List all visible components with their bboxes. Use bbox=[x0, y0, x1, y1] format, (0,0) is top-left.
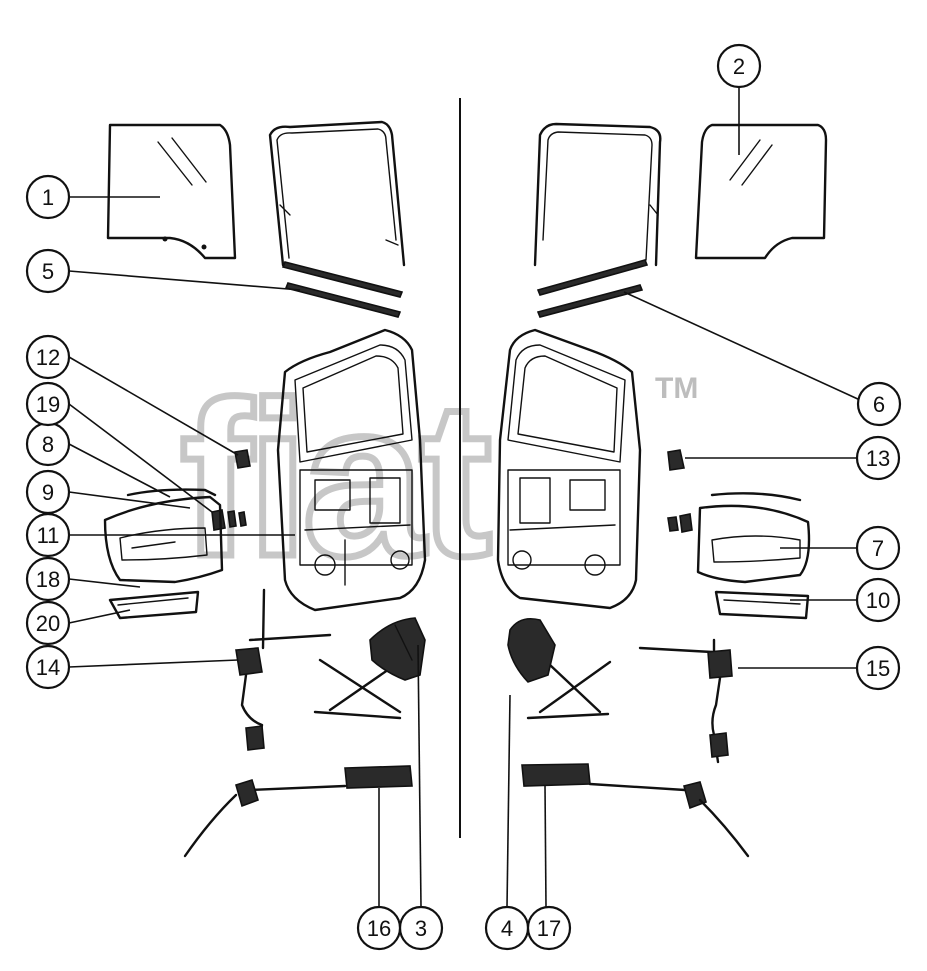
callout-17: 17 bbox=[526, 905, 572, 951]
callout-2: 2 bbox=[716, 43, 762, 89]
callout-4: 4 bbox=[484, 905, 530, 951]
part-6-right-belt-moldings bbox=[536, 259, 649, 318]
part-8-trim-strip bbox=[126, 488, 217, 497]
callout-6: 6 bbox=[856, 381, 902, 427]
callout-1: 1 bbox=[25, 174, 71, 220]
callout-15: 15 bbox=[855, 645, 901, 691]
watermark-text: fiat bbox=[180, 356, 490, 602]
callout-19-label: 19 bbox=[36, 392, 60, 417]
part-1-left-door-glass bbox=[106, 123, 237, 260]
callout-9: 9 bbox=[25, 469, 71, 515]
callout-20: 20 bbox=[25, 600, 71, 646]
watermark-trademark: TM bbox=[655, 372, 698, 405]
callout-10-label: 10 bbox=[866, 588, 890, 613]
callout-5-label: 5 bbox=[42, 259, 54, 284]
callout-9-label: 9 bbox=[42, 480, 54, 505]
part-5-left-belt-moldings bbox=[281, 261, 404, 318]
callout-12: 12 bbox=[25, 334, 71, 380]
callout-3-label: 3 bbox=[415, 916, 427, 941]
callout-19: 19 bbox=[25, 381, 71, 427]
leader-lines bbox=[68, 87, 861, 908]
callout-16-label: 16 bbox=[367, 916, 391, 941]
part-7-right-door-trim-panel bbox=[696, 492, 811, 584]
callout-8: 8 bbox=[25, 421, 71, 467]
part-15-right-lock-rod bbox=[638, 638, 733, 764]
callout-16: 16 bbox=[356, 905, 402, 951]
part-3-left-window-regulator bbox=[313, 617, 426, 720]
callout-1-label: 1 bbox=[42, 185, 54, 210]
part-13-bracket bbox=[667, 449, 685, 471]
part-4-right-window-regulator bbox=[507, 617, 612, 720]
callout-7: 7 bbox=[855, 525, 901, 571]
right-glass-run-frame bbox=[533, 122, 662, 267]
right-door-shell bbox=[496, 328, 642, 610]
callout-7-label: 7 bbox=[872, 536, 884, 561]
part-20-left-door-pocket bbox=[108, 590, 200, 620]
callout-11: 11 bbox=[25, 512, 71, 558]
part-12-bracket bbox=[234, 449, 251, 469]
part-9-left-door-trim-panel bbox=[103, 495, 224, 584]
part-17-right-inside-handle bbox=[521, 763, 750, 858]
watermark: fiat TM bbox=[177, 353, 699, 606]
callout-11-label: 11 bbox=[37, 523, 60, 548]
callout-10: 10 bbox=[855, 577, 901, 623]
callout-14-label: 14 bbox=[36, 655, 60, 680]
callout-15-label: 15 bbox=[866, 656, 890, 681]
part-2-right-door-glass bbox=[694, 123, 828, 260]
callout-17-label: 17 bbox=[537, 916, 561, 941]
callout-6-label: 6 bbox=[873, 392, 885, 417]
callout-12-label: 12 bbox=[36, 345, 60, 370]
callout-13: 13 bbox=[855, 435, 901, 481]
callout-2-label: 2 bbox=[733, 54, 745, 79]
callout-18: 18 bbox=[25, 556, 71, 602]
right-clips bbox=[667, 513, 693, 533]
callout-14: 14 bbox=[25, 644, 71, 690]
part-10-right-door-pocket bbox=[714, 590, 810, 620]
callout-18-label: 18 bbox=[36, 567, 60, 592]
left-glass-run-frame bbox=[268, 120, 406, 267]
left-door-shell bbox=[276, 328, 427, 612]
callout-3: 3 bbox=[398, 905, 444, 951]
callout-4-label: 4 bbox=[501, 916, 513, 941]
callout-8-label: 8 bbox=[42, 432, 54, 457]
callout-20-label: 20 bbox=[36, 611, 60, 636]
callout-5: 5 bbox=[25, 248, 71, 294]
part-16-left-inside-handle bbox=[183, 765, 413, 858]
part-14-left-lock-rod bbox=[235, 588, 332, 751]
callout-13-label: 13 bbox=[866, 446, 890, 471]
